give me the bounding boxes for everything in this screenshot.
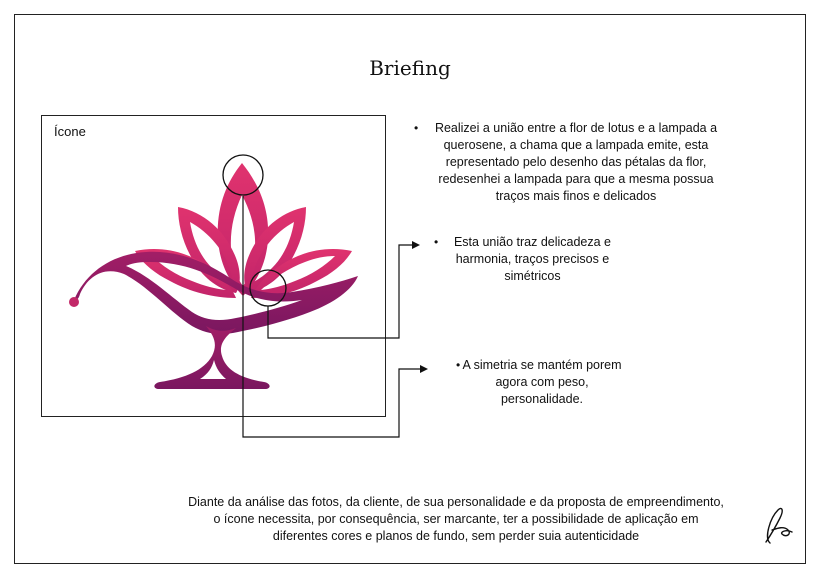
note-harmony: • Esta união traz delicadeza e harmonia,…: [434, 234, 625, 285]
lamp-stem: [154, 326, 270, 389]
note-3-text: A simetria se mantém porem agora com pes…: [462, 358, 622, 406]
bullet-1: •: [414, 121, 419, 135]
connector-line-2: [242, 196, 422, 438]
highlight-circle-flame: [222, 154, 264, 196]
note-union-lotus-lamp: • Realizei a união entre a flor de lotus…: [414, 120, 730, 205]
arrowhead-2: [420, 365, 428, 373]
spout-tip: [69, 297, 79, 307]
page-title: Briefing: [369, 56, 451, 80]
icon-label: Ícone: [54, 124, 86, 139]
lotus-lamp-icon: [69, 163, 358, 389]
arrowhead-1: [412, 241, 420, 249]
bullet-3: •: [456, 358, 461, 372]
note-2-text: Esta união traz delicadeza e harmonia, t…: [453, 235, 612, 283]
note-1-text: Realizei a união entre a flor de lotus e…: [434, 121, 718, 203]
connector-line-1: [267, 244, 414, 339]
icon-frame: [41, 115, 386, 417]
footer-paragraph: Diante da análise das fotos, da cliente,…: [188, 495, 724, 543]
bullet-2: •: [434, 235, 439, 249]
signature-mark: [765, 507, 793, 544]
lamp-bowl: [74, 251, 358, 334]
note-symmetry: • A simetria se mantém porem agora com p…: [456, 357, 622, 408]
briefing-sheet: [14, 14, 806, 564]
